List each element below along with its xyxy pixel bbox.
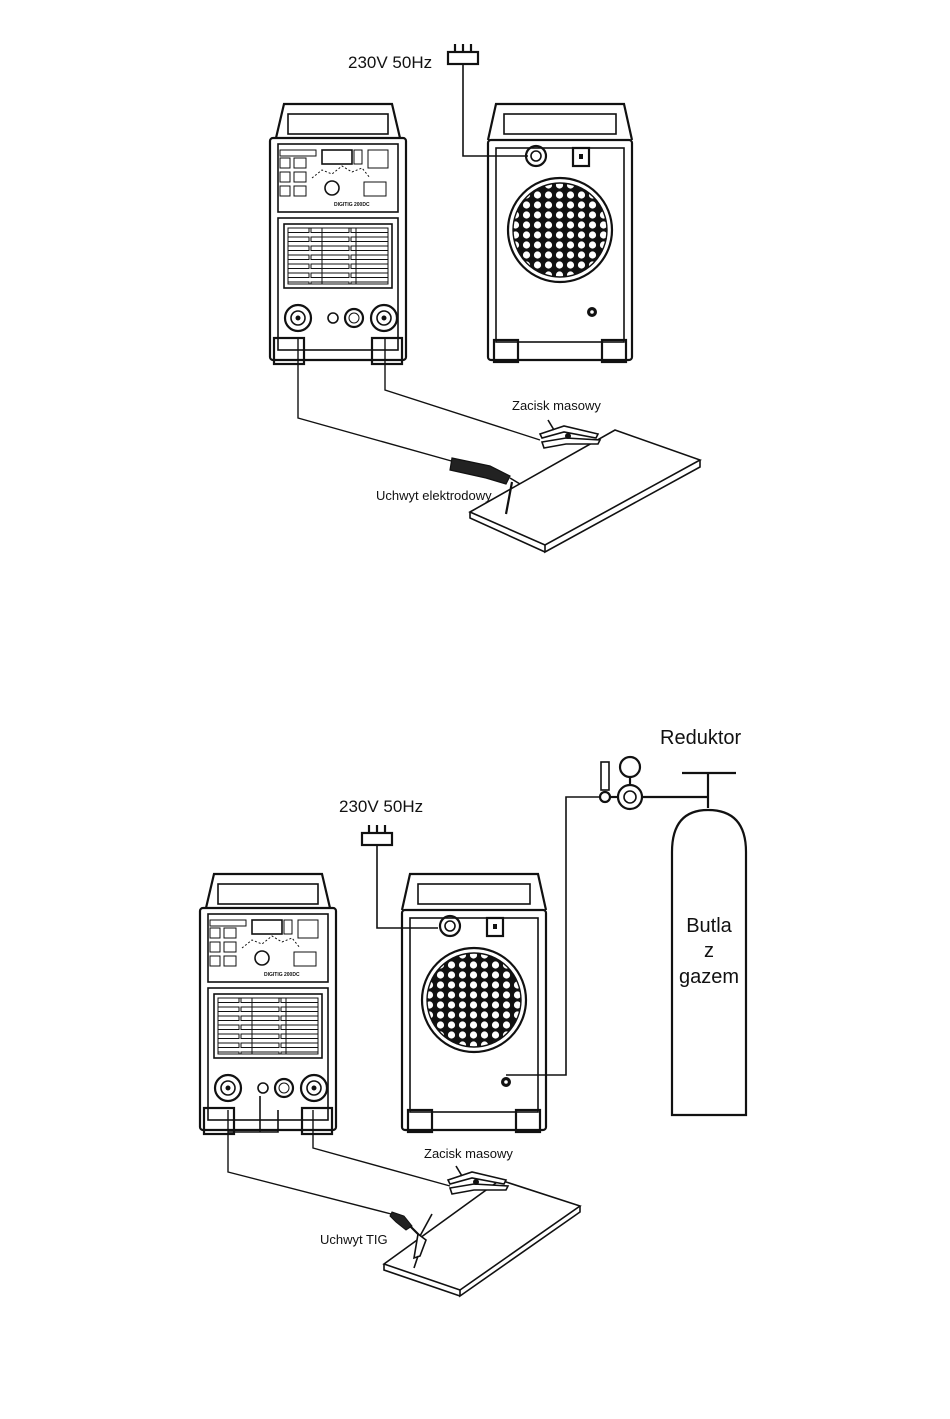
mma-welder-front: DIGITIG 200DC [270,104,406,364]
mma-power-label: 230V 50Hz [348,53,432,72]
tig-diagram: 230V 50Hz DIGITIG 200DC Reduktor [200,727,746,1296]
mma-diagram: 230V 50Hz DIGITIG 200DC Zacisk masowy Uc… [270,44,700,552]
mma-welder-rear [488,104,632,362]
tig-earth-clamp [448,1166,508,1194]
mma-clamp-label: Zacisk masowy [512,398,601,413]
cylinder-label-line3: gazem [679,966,739,988]
gas-regulator [600,757,708,809]
tig-clamp-label: Zacisk masowy [424,1146,513,1161]
tig-holder-label: Uchwyt TIG [320,1232,388,1247]
tig-model-text: DIGITIG 200DC [264,972,300,978]
tig-control-lead [228,1110,278,1132]
gas-hose [506,797,600,1075]
cylinder-label-line2: z [704,940,714,962]
mma-model-text: DIGITIG 200DC [334,202,370,208]
cylinder-label-line1: Butla [686,915,732,937]
mma-power-plug [448,44,478,64]
mma-workpiece [470,430,700,545]
tig-welder-front: DIGITIG 200DC [200,874,336,1134]
tig-torch-cable [228,1110,395,1215]
mma-holder-label: Uchwyt elektrodowy [376,488,492,503]
tig-welder-rear [402,874,546,1132]
tig-power-plug [362,825,392,845]
tig-workpiece [384,1180,580,1290]
mma-ground-cable [385,338,540,440]
regulator-label: Reduktor [660,727,741,749]
tig-power-label: 230V 50Hz [339,797,423,816]
mma-earth-clamp [540,420,600,448]
mma-electrode-cable [298,338,455,462]
